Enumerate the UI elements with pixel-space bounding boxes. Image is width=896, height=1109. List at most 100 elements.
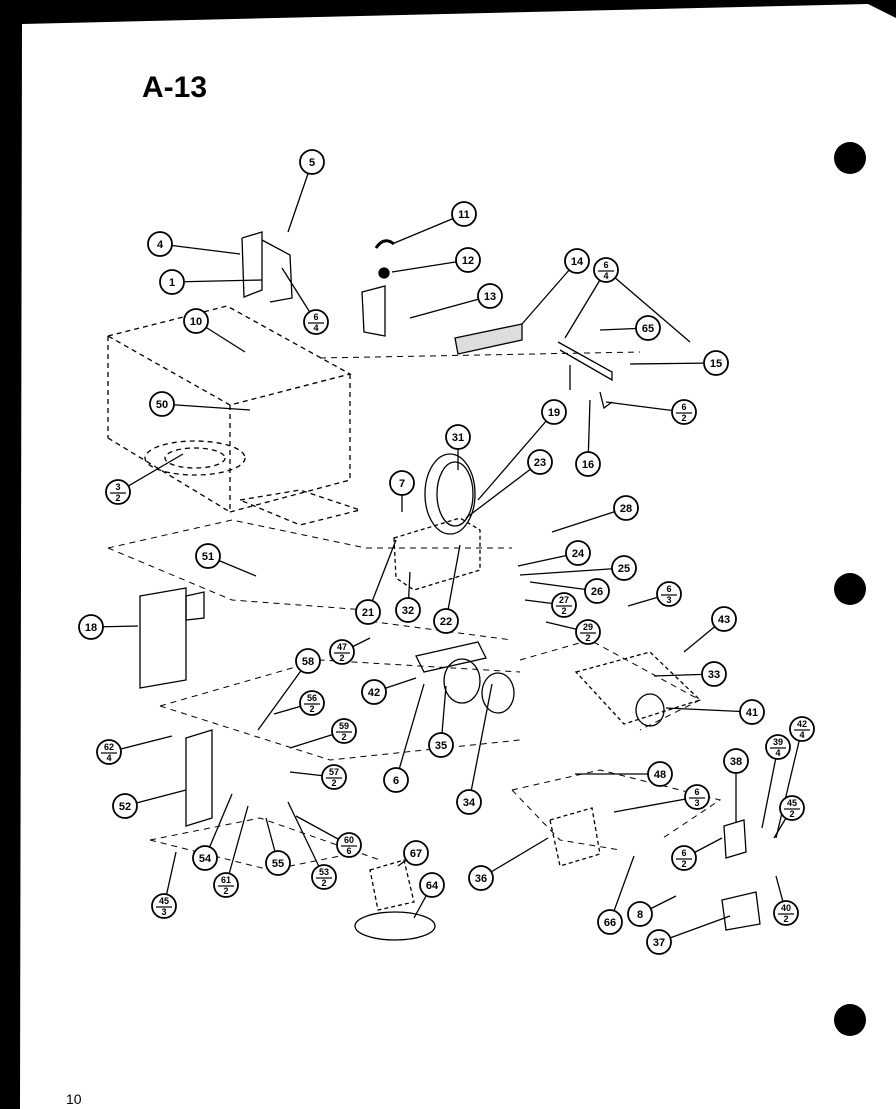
callout-58: 58 (257, 648, 321, 731)
callout-numerator: 40 (781, 903, 791, 913)
callout-number: 48 (654, 769, 666, 781)
callout-57-2: 572 (289, 764, 347, 790)
callout-40-2: 402 (773, 875, 799, 926)
callout-circle (593, 257, 619, 283)
callout-number: 26 (591, 586, 603, 598)
leader-line (761, 746, 779, 829)
leader-line (225, 805, 249, 886)
callout-56-2: 562 (273, 690, 325, 716)
callout-denominator: 6 (346, 846, 351, 856)
leader-line (159, 243, 241, 255)
callout-23: 23 (465, 449, 553, 519)
callout-circle (773, 900, 799, 926)
callout-circle (433, 608, 459, 634)
part-14 (454, 323, 523, 355)
callout-denominator: 2 (783, 914, 788, 924)
callout-25: 25 (519, 555, 637, 581)
part-38 (723, 819, 747, 859)
callout-circle (159, 269, 185, 295)
callout-circle (455, 247, 481, 273)
callout-denominator: 2 (681, 413, 686, 423)
callout-number: 15 (710, 358, 722, 370)
leader-line (257, 660, 309, 731)
callout-21: 21 (355, 539, 397, 625)
callout-numerator: 45 (159, 896, 169, 906)
callout-6-2a: 62 (605, 399, 697, 425)
callout-circle (565, 540, 591, 566)
panel-18 (139, 587, 187, 689)
callout-number: 41 (746, 707, 758, 719)
callout-6-4b: 64 (564, 257, 691, 343)
callout-19: 19 (477, 399, 567, 501)
callout-50: 50 (149, 391, 251, 417)
callout-circle (646, 929, 672, 955)
callout-circle (112, 793, 138, 819)
callout-circle (647, 761, 673, 787)
callout-denominator: 2 (341, 732, 346, 742)
callout-45-3: 453 (151, 851, 177, 919)
callout-number: 19 (548, 407, 560, 419)
leader-line (605, 269, 691, 343)
callout-34: 34 (456, 683, 493, 815)
page-title: A-13 (142, 71, 207, 104)
motor-34 (481, 672, 515, 714)
callout-circle (149, 391, 175, 417)
callout-number: 37 (653, 937, 665, 949)
callout-29-2: 292 (545, 619, 601, 645)
callout-circle (451, 201, 477, 227)
leader-line (465, 461, 541, 519)
callout-numerator: 6 (694, 787, 699, 797)
leader-line (665, 707, 753, 713)
callout-number: 24 (572, 548, 585, 560)
leader-line (287, 801, 325, 878)
callout-denominator: 3 (694, 798, 699, 808)
callout-number: 4 (157, 239, 164, 251)
callout-number: 18 (85, 622, 97, 634)
part-36 (549, 807, 601, 867)
callout-circle (613, 495, 639, 521)
callout-number: 50 (156, 399, 168, 411)
callout-5: 5 (287, 149, 325, 233)
callout-denominator: 3 (666, 595, 671, 605)
callout-number: 23 (534, 457, 546, 469)
callout-number: 21 (362, 607, 374, 619)
callout-circle (739, 699, 765, 725)
callout-circle (575, 619, 601, 645)
callout-numerator: 56 (307, 693, 317, 703)
callout-41: 41 (665, 699, 765, 725)
bracket-4 (241, 231, 293, 303)
callout-numerator: 3 (115, 482, 120, 492)
callout-numerator: 27 (559, 595, 569, 605)
callout-8: 8 (627, 895, 677, 927)
page-number: 10 (66, 1091, 82, 1107)
callout-number: 5 (309, 157, 315, 169)
callout-15: 15 (629, 350, 729, 376)
callout-60-6: 606 (295, 815, 362, 858)
callout-6-3a: 63 (627, 581, 682, 607)
callout-circle (627, 901, 653, 927)
part-67 (369, 859, 415, 911)
callout-circle (299, 149, 325, 175)
callout-14: 14 (521, 248, 590, 325)
callout-6-3b: 63 (613, 784, 710, 813)
callout-number: 31 (452, 432, 464, 444)
callout-denominator: 4 (603, 271, 608, 281)
callout-35: 35 (428, 685, 454, 758)
callout-circle (723, 748, 749, 774)
callout-denominator: 2 (331, 778, 336, 788)
seal-64 (354, 911, 436, 941)
callout-67: 67 (397, 840, 429, 867)
callout-circle (78, 614, 104, 640)
leader-line (775, 728, 803, 839)
callout-33: 33 (653, 661, 727, 687)
callout-52: 52 (112, 789, 187, 819)
leader-line (468, 683, 493, 803)
callout-circle (96, 739, 122, 765)
callout-number: 16 (582, 459, 594, 471)
callout-circle (597, 909, 623, 935)
callout-circle (195, 543, 221, 569)
callout-circle (789, 716, 815, 742)
callout-11: 11 (391, 201, 477, 245)
callout-number: 32 (402, 605, 414, 617)
